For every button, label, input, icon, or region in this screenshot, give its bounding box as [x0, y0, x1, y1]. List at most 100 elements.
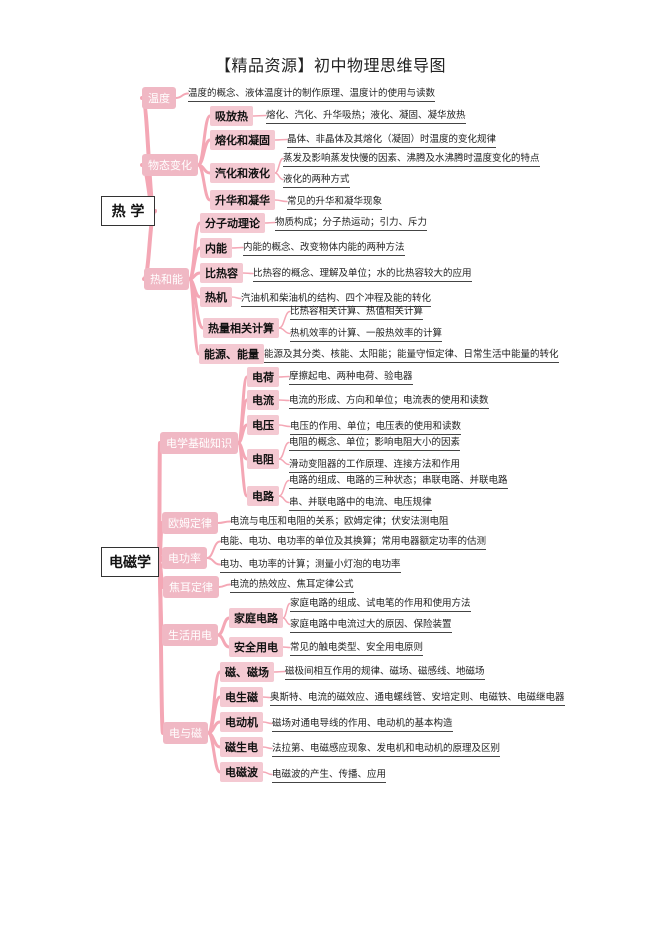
root-heat: 热 学 [101, 196, 155, 226]
leaf-charge: 摩擦起电、两种电荷、验电器 [289, 368, 413, 385]
leaf-safety: 常见的触电类型、安全用电原则 [290, 639, 424, 656]
node-charge: 电荷 [247, 367, 279, 387]
node-motor: 电动机 [220, 712, 263, 732]
branch-node-resistance-to-leaf-resistance-1 [278, 441, 290, 460]
branch-branch-household-to-node-safety [216, 633, 231, 649]
leaf-power-2: 电功、电功率的计算；测量小灯泡的电功率 [220, 556, 401, 573]
branch-branch-temperature-to-leaf-temperature [175, 92, 189, 99]
leaf-circuit-2: 串、并联电路中的电流、电压规律 [289, 494, 432, 511]
node-internal: 内能 [200, 238, 232, 258]
branch-node-household-circuit-to-leaf-household-1 [282, 602, 291, 619]
leaf-joule: 电流的热效应、焦耳定律公式 [230, 576, 354, 593]
leaf-internal: 内能的概念、改变物体内能的两种方法 [243, 239, 405, 256]
leaf-current: 电流的形成、方向和单位；电流表的使用和读数 [289, 392, 489, 409]
branch-branch-heat-energy-to-node-energy [187, 277, 201, 356]
node-voltage: 电压 [247, 415, 279, 435]
branch-heat-energy: 热和能 [144, 268, 189, 290]
branch-joule: 焦耳定律 [163, 576, 219, 598]
branch-branch-power-to-leaf-power-2 [206, 557, 221, 566]
branch-temperature: 温度 [142, 87, 176, 109]
branch-branch-power-to-leaf-power-1 [206, 540, 221, 559]
branch-node-circuit-to-leaf-circuit-1 [278, 479, 290, 497]
branch-node-melting-to-leaf-melting [274, 138, 288, 141]
branch-node-resistance-to-leaf-resistance-2 [278, 458, 290, 466]
branch-root-em-to-branch-magnetism [157, 560, 165, 735]
branch-household: 生活用电 [162, 624, 218, 646]
branch-node-sublime-to-leaf-sublime [274, 199, 288, 203]
node-current: 电流 [247, 390, 279, 410]
leaf-calc-1: 比热容相关计算、热值相关计算 [290, 303, 424, 320]
leaf-ohm: 电流与电压和电阻的关系；欧姆定律；伏安法测电阻 [230, 513, 449, 530]
branch-branch-magnetism-to-node-wave [206, 731, 222, 774]
page-title: 【精品资源】初中物理思维导图 [214, 56, 446, 75]
branch-node-calc-to-leaf-calc-2 [278, 327, 291, 335]
branch-node-calc-to-leaf-calc-1 [278, 310, 291, 329]
branch-branch-state-change-to-node-sublime [196, 163, 212, 202]
leaf-engine: 汽油机和柴油机的结构、四个冲程及能的转化 [241, 290, 432, 307]
leaf-wave: 电磁波的产生、传播、应用 [272, 766, 387, 783]
leaf-household-1: 家庭电路的组成、试电笔的作用和使用方法 [290, 595, 471, 612]
branch-node-current-to-leaf-current [278, 399, 290, 402]
branch-node-absorb-to-leaf-absorb [252, 114, 267, 117]
leaf-specific: 比热容的概念、理解及单位；水的比热容较大的应用 [253, 265, 472, 282]
branch-node-engine-to-leaf-engine [231, 296, 242, 300]
leaf-power-1: 电能、电功、电功率的单位及其换算；常用电器额定功率的估测 [220, 533, 487, 550]
branch-node-vaporize-to-leaf-vaporize-2 [274, 172, 284, 181]
leaf-household-2: 家庭电路中电流过大的原因、保险装置 [290, 616, 452, 633]
node-wave: 电磁波 [220, 762, 263, 782]
leaf-melting: 晶体、非晶体及其熔化（凝固）时温度的变化规律 [287, 131, 497, 148]
branch-node-field-to-leaf-field [273, 670, 286, 673]
branch-node-vaporize-to-leaf-vaporize-1 [274, 157, 284, 174]
node-resistance: 电阻 [247, 449, 279, 469]
branch-node-household-circuit-to-leaf-household-2 [282, 617, 291, 626]
leaf-voltage: 电压的作用、单位；电压表的使用和读数 [290, 418, 462, 435]
leaf-absorb: 熔化、汽化、升华吸热；液化、凝固、凝华放热 [266, 107, 466, 124]
node-circuit: 电路 [247, 486, 279, 506]
branch-branch-joule-to-leaf-joule [218, 583, 231, 588]
branch-node-e2m-to-leaf-e2m [262, 696, 271, 699]
leaf-circuit-1: 电路的组成、电路的三种状态；串联电路、并联电路 [289, 472, 508, 489]
node-vaporize: 汽化和液化 [210, 163, 275, 183]
branch-ohm: 欧姆定律 [162, 512, 218, 534]
node-specific: 比热容 [200, 263, 243, 283]
leaf-temperature: 温度的概念、液体温度计的制作原理、温度计的使用与读数 [188, 85, 436, 102]
branch-node-molecular-to-leaf-molecular [264, 221, 276, 224]
leaf-m2e: 法拉第、电磁感应现象、发电机和电动机的原理及区别 [272, 740, 501, 757]
branch-branch-basics-to-node-circuit [236, 441, 249, 498]
branch-magnetism: 电与磁 [163, 722, 208, 744]
leaf-resistance-2: 滑动变阻器的工作原理、连接方法和作用 [289, 456, 461, 473]
branch-branch-ohm-to-leaf-ohm [217, 520, 231, 524]
root-em: 电磁学 [101, 547, 159, 577]
node-energy: 能源、能量 [199, 344, 264, 364]
leaf-e2m: 奥斯特、电流的磁效应、通电螺线管、安培定则、电磁铁、电磁继电器 [270, 689, 565, 706]
node-sublime: 升华和凝华 [210, 190, 275, 210]
node-m2e: 磁生电 [220, 737, 263, 757]
branch-node-internal-to-leaf-internal [231, 246, 244, 249]
node-household-circuit: 家庭电路 [229, 608, 283, 628]
branch-node-circuit-to-leaf-circuit-2 [278, 495, 290, 504]
branch-branch-household-to-node-household-circuit [216, 616, 231, 637]
node-field: 磁、磁场 [220, 662, 274, 682]
branch-power: 电功率 [162, 547, 207, 569]
leaf-motor: 磁场对通电导线的作用、电动机的基本构造 [272, 715, 453, 732]
node-calc: 热量相关计算 [203, 318, 279, 338]
node-molecular: 分子动理论 [200, 213, 265, 233]
branch-basics: 电学基础知识 [160, 432, 238, 454]
branch-node-specific-to-leaf-specific [242, 272, 254, 275]
leaf-energy: 能源及其分类、核能、太阳能；能量守恒定律、日常生活中能量的转化 [264, 346, 559, 363]
branch-node-charge-to-leaf-charge [278, 375, 290, 378]
branch-node-safety-to-leaf-safety [282, 646, 291, 649]
node-e2m: 电生磁 [220, 687, 263, 707]
branch-node-wave-to-leaf-wave [262, 771, 273, 776]
leaf-vaporize-1: 蒸发及影响蒸发快慢的因素、沸腾及水沸腾时温度变化的特点 [283, 150, 540, 167]
leaf-molecular: 物质构成；分子热运动；引力、斥力 [275, 214, 428, 231]
node-absorb: 吸放热 [210, 106, 253, 126]
node-melting: 熔化和凝固 [210, 130, 275, 150]
branch-node-motor-to-leaf-motor [262, 721, 273, 725]
leaf-sublime: 常见的升华和凝华现象 [287, 193, 383, 210]
leaf-field: 磁极间相互作用的规律、磁场、磁感线、地磁场 [285, 663, 485, 680]
node-safety: 安全用电 [229, 637, 283, 657]
branch-node-voltage-to-leaf-voltage [278, 424, 291, 428]
leaf-calc-2: 热机效率的计算、一般热效率的计算 [290, 325, 443, 342]
node-engine: 热机 [200, 287, 232, 307]
